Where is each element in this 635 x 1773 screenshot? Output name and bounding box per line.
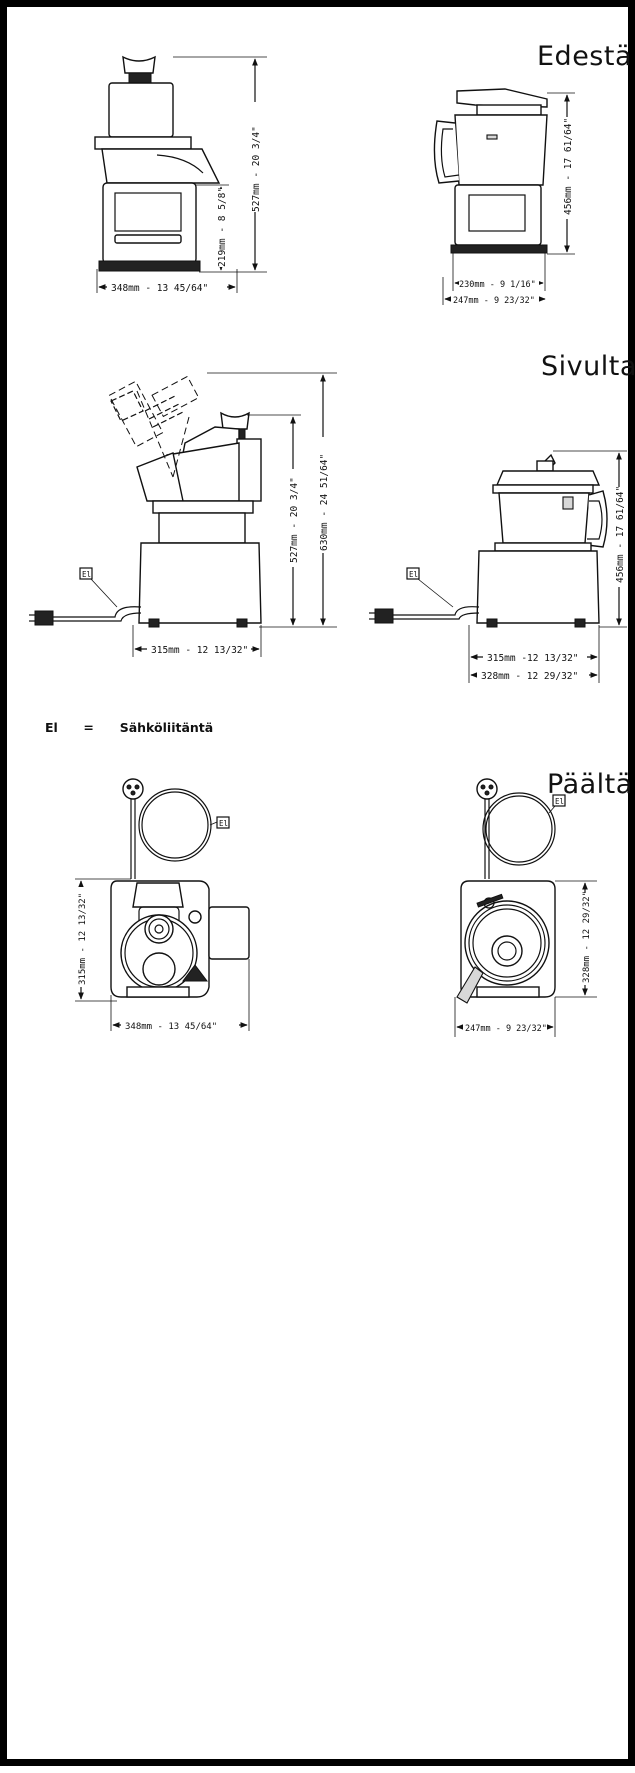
- legend-equals: =: [83, 720, 94, 735]
- dim-front-a-height-total: 527mm - 20 3/4": [251, 126, 262, 212]
- top-view-a-dimensions: 315mm - 12 13/32" 348mm - 13 45/64": [74, 878, 250, 1032]
- top-view-b-dimensions: 328mm - 12 29/32" 247mm - 9 23/32": [454, 880, 597, 1037]
- top-view-b: El: [456, 778, 566, 1004]
- cable-tag-side-a: El: [82, 570, 91, 579]
- dim-side-a-height-body: 527mm - 20 3/4": [289, 477, 300, 563]
- dim-side-b-depth-outer: 328mm - 12 29/32": [481, 671, 578, 682]
- top-view-a: El: [110, 778, 250, 998]
- side-view-a-cable: El: [29, 567, 142, 626]
- front-view-a: [94, 55, 221, 272]
- legend: El = Sähköliitäntä: [45, 720, 213, 735]
- side-view-b: [476, 453, 608, 628]
- dim-side-a-height-total: 630mm - 24 51/64": [319, 454, 330, 551]
- dim-top-a-depth: 315mm - 12 13/32": [78, 893, 88, 985]
- dim-front-a-width: 348mm - 13 45/64": [111, 283, 208, 294]
- side-view-b-dimensions: 456mm - 17 61/64" 315mm -12 13/32" 328mm…: [468, 450, 627, 683]
- side-view-a: [108, 375, 262, 628]
- pusher-outline: [110, 390, 186, 428]
- tilted-head-outline: [108, 375, 200, 448]
- dim-front-b-width-inner: 230mm - 9 1/16": [459, 280, 536, 290]
- dim-front-b-width-outer: 247mm - 9 23/32": [453, 296, 535, 306]
- front-view-b: [433, 88, 548, 254]
- cable-tag-top-a: El: [219, 819, 228, 828]
- front-view-a-dimensions: 527mm - 20 3/4" 219mm - 8 5/8" 348mm - 1…: [96, 56, 267, 294]
- side-view-b-cable: El: [369, 567, 480, 624]
- view-title-front: Edestä: [537, 41, 633, 72]
- dim-top-b-width: 247mm - 9 23/32": [465, 1024, 547, 1034]
- dim-front-a-height-base: 219mm - 8 5/8": [217, 187, 228, 267]
- dim-front-b-height: 456mm - 17 61/64": [563, 118, 574, 215]
- dim-top-a-width: 348mm - 13 45/64": [125, 1022, 217, 1032]
- side-view-a-dimensions: 630mm - 24 51/64" 527mm - 20 3/4" 315mm …: [132, 372, 337, 657]
- legend-code: El: [45, 720, 58, 735]
- dim-side-b-depth-inner: 315mm -12 13/32": [487, 653, 579, 664]
- dim-side-b-height: 456mm - 17 61/64": [615, 486, 626, 583]
- cable-tag-side-b: El: [409, 570, 418, 579]
- technical-drawing: 527mm - 20 3/4" 219mm - 8 5/8" 348mm - 1…: [29, 55, 627, 1037]
- cable-tag-top-b: El: [555, 797, 564, 806]
- dim-side-a-depth: 315mm - 12 13/32": [151, 645, 248, 656]
- dim-top-b-depth: 328mm - 12 29/32": [582, 891, 592, 983]
- front-view-b-dimensions: 456mm - 17 61/64" 230mm - 9 1/16" 247mm …: [442, 92, 575, 306]
- view-title-side: Sivulta: [541, 351, 635, 382]
- view-title-top: Päältä: [547, 769, 633, 800]
- legend-meaning: Sähköliitäntä: [119, 720, 214, 735]
